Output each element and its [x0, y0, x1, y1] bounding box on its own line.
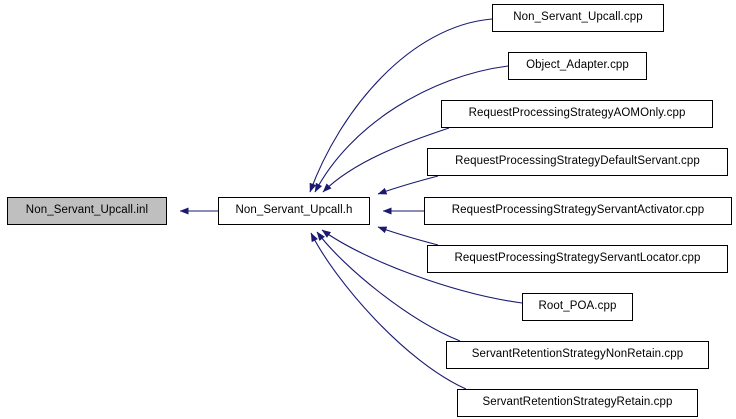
node-request-processing-strategy-default-servant-cpp[interactable]: RequestProcessingStrategyDefaultServant.… [427, 148, 728, 176]
node-request-processing-strategy-aomonly-cpp[interactable]: RequestProcessingStrategyAOMOnly.cpp [441, 100, 713, 128]
node-label: RequestProcessingStrategyDefaultServant.… [455, 155, 700, 168]
node-label: RequestProcessingStrategyServantLocator.… [454, 252, 701, 265]
node-label: RequestProcessingStrategyServantActivato… [451, 204, 705, 217]
node-label: RequestProcessingStrategyAOMOnly.cpp [468, 107, 686, 120]
node-label: Root_POA.cpp [538, 300, 617, 313]
graph-edge-rps_servantlocator-to-h [377, 226, 439, 246]
node-request-processing-strategy-servant-activator-cpp[interactable]: RequestProcessingStrategyServantActivato… [424, 197, 732, 225]
node-non-servant-upcall-cpp[interactable]: Non_Servant_Upcall.cpp [492, 4, 664, 32]
node-root-poa-cpp[interactable]: Root_POA.cpp [522, 293, 633, 321]
node-label: ServantRetentionStrategyRetain.cpp [482, 396, 673, 409]
node-object-adapter-cpp[interactable]: Object_Adapter.cpp [508, 52, 647, 80]
node-servant-retention-strategy-retain-cpp[interactable]: ServantRetentionStrategyRetain.cpp [457, 389, 698, 417]
node-request-processing-strategy-servant-locator-cpp[interactable]: RequestProcessingStrategyServantLocator.… [427, 245, 728, 273]
node-label: Non_Servant_Upcall.h [235, 204, 353, 217]
node-servant-retention-strategy-non-retain-cpp[interactable]: ServantRetentionStrategyNonRetain.cpp [446, 341, 709, 369]
node-label: ServantRetentionStrategyNonRetain.cpp [471, 348, 684, 361]
node-non-servant-upcall-h[interactable]: Non_Servant_Upcall.h [218, 197, 370, 225]
node-label: Non_Servant_Upcall.inl [25, 204, 149, 217]
node-label: Object_Adapter.cpp [526, 59, 629, 72]
node-non-servant-upcall-inl[interactable]: Non_Servant_Upcall.inl [7, 197, 167, 225]
graph-edge-rps_defaultservant-to-h [377, 175, 439, 195]
node-label: Non_Servant_Upcall.cpp [513, 11, 643, 24]
